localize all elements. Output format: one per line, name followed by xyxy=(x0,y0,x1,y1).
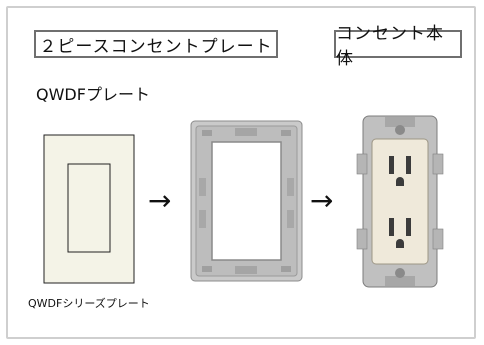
two-piece-plate-label: ２ピースコンセントプレート xyxy=(34,30,278,58)
plate-series-caption: QWDFシリーズプレート xyxy=(28,297,150,310)
arrow-right-icon: → xyxy=(310,184,334,217)
arrow-right-icon: → xyxy=(148,184,172,217)
content-frame xyxy=(6,6,476,339)
mounting-frame-image xyxy=(190,120,303,282)
plate-title: QWDFプレート xyxy=(36,85,150,104)
qwdf-plate-image xyxy=(43,134,135,284)
outlet-body-image xyxy=(356,115,444,288)
outlet-body-label: コンセント本体 xyxy=(334,24,462,69)
